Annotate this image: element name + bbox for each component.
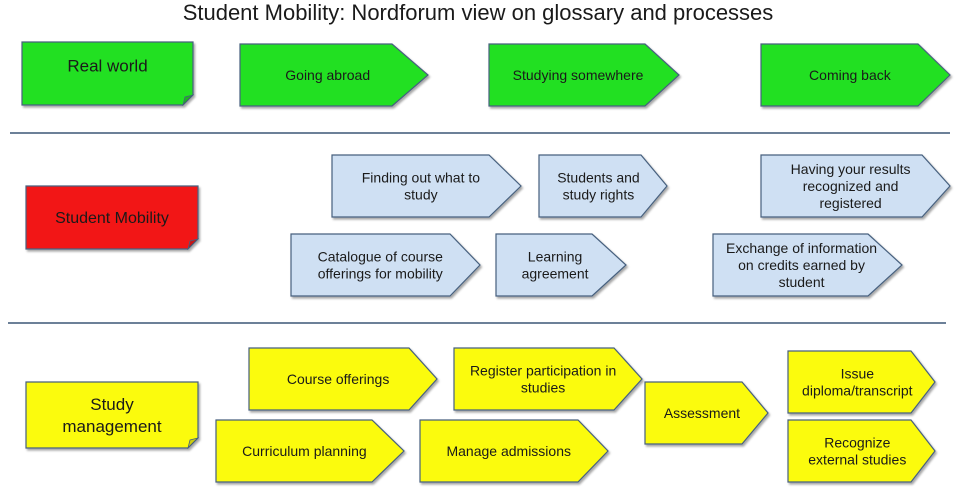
student-mobility-label-fold <box>187 238 200 251</box>
step-manage-admissions <box>419 419 609 483</box>
step-having-results-recognized-chevron <box>760 154 951 218</box>
step-curriculum-planning-chevron <box>215 419 405 483</box>
step-going-abroad <box>239 43 429 107</box>
step-assessment <box>644 381 769 445</box>
step-recognize-external-studies <box>787 419 936 483</box>
step-catalogue-of-course-offerings-line-1: Catalogue of course <box>318 248 444 264</box>
step-issue-diploma <box>787 350 936 414</box>
step-manage-admissions-chevron <box>419 419 609 483</box>
step-exchange-of-information-line-1: Exchange of information <box>726 240 877 256</box>
study-management-label-fold <box>187 437 200 450</box>
step-coming-back <box>760 43 951 107</box>
step-register-participation <box>453 347 643 411</box>
step-finding-out-what-to-study <box>331 154 522 218</box>
real-world-label-fold <box>182 94 195 107</box>
step-studying-somewhere-line-1: Studying somewhere <box>513 67 644 83</box>
step-learning-agreement-line-2: agreement <box>522 265 589 281</box>
step-students-and-study-rights-line-1: Students and <box>557 169 640 185</box>
study-management-label-shape <box>25 381 199 449</box>
step-catalogue-of-course-offerings <box>290 233 481 297</box>
step-having-results-recognized-line-2: recognized and <box>803 178 899 194</box>
step-course-offerings <box>248 347 438 411</box>
step-coming-back-chevron <box>760 43 951 107</box>
step-recognize-external-studies-line-2: external studies <box>808 451 906 467</box>
step-assessment-chevron <box>644 381 769 445</box>
step-finding-out-what-to-study-line-2: study <box>404 186 437 202</box>
step-assessment-line-1: Assessment <box>664 405 740 421</box>
step-students-and-study-rights-chevron <box>538 154 668 218</box>
step-register-participation-chevron <box>453 347 643 411</box>
step-recognize-external-studies-line-1: Recognize <box>824 434 890 450</box>
step-exchange-of-information <box>712 233 903 297</box>
step-finding-out-what-to-study-line-1: Finding out what to <box>362 169 481 185</box>
step-curriculum-planning-line-1: Curriculum planning <box>242 443 367 459</box>
step-having-results-recognized <box>760 154 951 218</box>
student-mobility-label-box <box>25 185 200 251</box>
step-register-participation-line-1: Register participation in <box>470 362 616 378</box>
real-world-label-box <box>21 41 195 107</box>
step-studying-somewhere <box>488 43 680 107</box>
step-studying-somewhere-chevron <box>488 43 680 107</box>
step-issue-diploma-line-1: Issue <box>841 365 875 381</box>
study-management-label-line-2: management <box>62 417 162 436</box>
study-management-label-box <box>25 381 200 450</box>
step-course-offerings-chevron <box>248 347 438 411</box>
step-issue-diploma-chevron <box>787 350 936 414</box>
study-management-label-line-1: Study <box>90 395 134 414</box>
step-curriculum-planning <box>215 419 405 483</box>
real-world-label-line-1: Real world <box>67 56 147 75</box>
step-going-abroad-chevron <box>239 43 429 107</box>
step-learning-agreement-chevron <box>495 233 627 297</box>
step-exchange-of-information-chevron <box>712 233 903 297</box>
step-having-results-recognized-line-3: registered <box>819 195 881 211</box>
step-learning-agreement <box>495 233 627 297</box>
step-course-offerings-line-1: Course offerings <box>287 371 389 387</box>
step-students-and-study-rights <box>538 154 668 218</box>
step-register-participation-line-2: studies <box>521 379 565 395</box>
step-issue-diploma-line-2: diploma/transcript <box>802 382 913 398</box>
step-finding-out-what-to-study-chevron <box>331 154 522 218</box>
step-having-results-recognized-line-1: Having your results <box>791 161 911 177</box>
step-students-and-study-rights-line-2: study rights <box>563 186 635 202</box>
step-catalogue-of-course-offerings-chevron <box>290 233 481 297</box>
step-learning-agreement-line-1: Learning <box>528 248 583 264</box>
step-coming-back-line-1: Coming back <box>809 67 892 83</box>
step-exchange-of-information-line-3: student <box>779 274 825 290</box>
step-exchange-of-information-line-2: on credits earned by <box>738 257 865 273</box>
diagram-title: Student Mobility: Nordforum view on glos… <box>183 0 774 25</box>
step-recognize-external-studies-chevron <box>787 419 936 483</box>
step-going-abroad-line-1: Going abroad <box>285 67 370 83</box>
student-mobility-label-line-1: Student Mobility <box>55 210 169 227</box>
step-manage-admissions-line-1: Manage admissions <box>446 443 571 459</box>
step-catalogue-of-course-offerings-line-2: offerings for mobility <box>318 265 443 281</box>
